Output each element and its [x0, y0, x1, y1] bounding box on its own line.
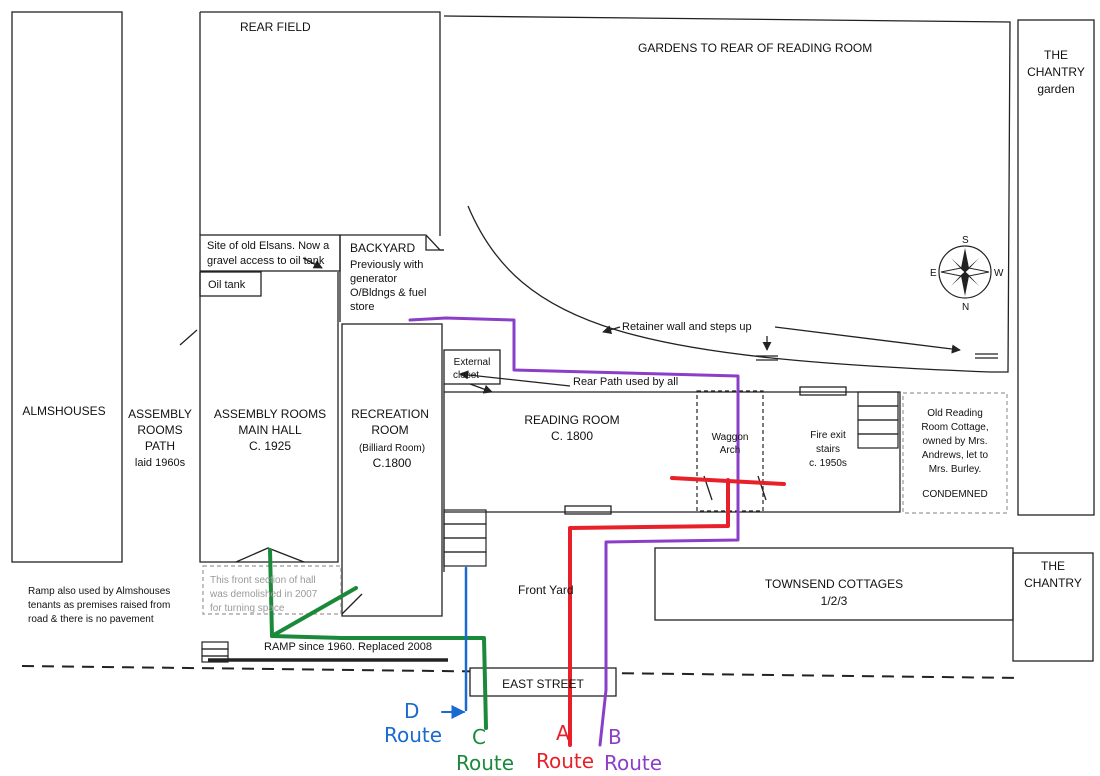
- compass-e: E: [930, 268, 937, 279]
- reading-room-label-2: C. 1800: [551, 429, 593, 443]
- main-hall-label-3: C. 1925: [249, 439, 291, 453]
- retainer-steps: [756, 353, 998, 361]
- route-b-letter: B: [608, 725, 622, 749]
- assembly-path-label-4: laid 1960s: [135, 457, 186, 469]
- waggon-arch-label-2: Arch: [720, 445, 741, 456]
- cottage-label-2: Room Cottage,: [921, 422, 988, 433]
- main-hall-label-1: ASSEMBLY ROOMS: [214, 407, 326, 421]
- route-b-path: [408, 316, 740, 747]
- demolished-label-3: for turning space: [210, 603, 285, 614]
- rear-field-label: REAR FIELD: [240, 20, 311, 34]
- front-steps: [443, 509, 487, 567]
- route-b-word: Route: [604, 751, 662, 775]
- demolished-label-2: was demolished in 2007: [209, 589, 318, 600]
- chantry-garden-label-2: CHANTRY: [1027, 65, 1085, 79]
- compass-icon: S W N E: [930, 235, 1004, 313]
- backyard-label-4: O/Bldngs & fuel: [350, 287, 426, 299]
- route-a-letter: A: [556, 721, 570, 745]
- backyard-label-3: generator: [350, 273, 397, 285]
- backyard-label-5: store: [350, 301, 374, 313]
- elsans-label-2: gravel access to oil tank: [207, 255, 325, 267]
- ramp-label: RAMP since 1960. Replaced 2008: [264, 641, 432, 653]
- backyard-label-2: Previously with: [350, 259, 423, 271]
- fire-exit-label-3: c. 1950s: [809, 458, 847, 469]
- chantry-garden-label-1: THE: [1044, 48, 1068, 62]
- cottage-label-4: Andrews, let to: [922, 450, 989, 461]
- recreation-label-3: (Billiard Room): [359, 443, 425, 454]
- fire-exit-label-2: stairs: [816, 444, 840, 455]
- road-edge: [21, 665, 1021, 679]
- ramp-note-2: tenants as premises raised from: [28, 600, 170, 611]
- route-d-letter: D: [404, 699, 419, 723]
- closet-arrow: [469, 383, 493, 394]
- retainer-label: Retainer wall and steps up: [622, 321, 752, 333]
- external-closet-label-2: closet: [453, 370, 479, 381]
- retainer-wall: [467, 205, 991, 373]
- assembly-path-label-3: PATH: [145, 439, 175, 453]
- almshouses-block: [11, 11, 123, 563]
- elsans-label-1: Site of old Elsans. Now a: [207, 240, 330, 252]
- retainer-arrow-left: [602, 325, 621, 335]
- compass-n: N: [962, 302, 969, 313]
- recreation-room-outline: [341, 323, 443, 617]
- cottage-label-6: CONDEMNED: [922, 489, 988, 500]
- assembly-path-label-2: ROOMS: [137, 423, 182, 437]
- external-closet-box: [443, 349, 501, 385]
- townsend-label-2: 1/2/3: [821, 594, 848, 608]
- old-cottage-outline: [902, 392, 1008, 514]
- compass-s: S: [962, 235, 969, 246]
- route-d-word: Route: [384, 723, 442, 747]
- chantry-garden-label-3: garden: [1037, 82, 1074, 96]
- route-a-path: [568, 478, 730, 747]
- retainer-arrow-right: [774, 326, 961, 354]
- route-a-word: Route: [536, 749, 594, 773]
- route-c-letter: C: [472, 725, 486, 749]
- fire-exit-label-1: Fire exit: [810, 430, 846, 441]
- fire-exit-stairs: [857, 391, 899, 449]
- recreation-label-1: RECREATION: [351, 407, 429, 421]
- rear-field-boundary: [199, 11, 441, 236]
- oil-tank-label: Oil tank: [208, 279, 246, 291]
- chantry-label-1: THE: [1041, 559, 1065, 573]
- recreation-label-2: ROOM: [371, 423, 408, 437]
- main-hall-label-2: MAIN HALL: [238, 423, 302, 437]
- rear-path-label: Rear Path used by all: [573, 376, 678, 388]
- ramp-note-3: road & there is no pavement: [28, 614, 154, 625]
- chantry-outline: [1012, 552, 1094, 662]
- cottage-label-1: Old Reading: [927, 408, 983, 419]
- route-c-path: [268, 548, 488, 730]
- east-street-box: [469, 667, 617, 697]
- rear-path-arrow: [459, 370, 571, 387]
- external-closet-label-1: External: [454, 357, 491, 368]
- route-a-barrier: [670, 476, 786, 486]
- chantry-garden-block: [1017, 19, 1095, 516]
- townsend-label-1: TOWNSEND COTTAGES: [765, 577, 903, 591]
- almshouses-label: ALMSHOUSES: [22, 404, 105, 418]
- recreation-label-4: C.1800: [373, 456, 412, 470]
- chantry-label-2: CHANTRY: [1024, 576, 1082, 590]
- ramp-note-1: Ramp also used by Almshouses: [28, 586, 170, 597]
- elsans-arrow: [302, 257, 323, 269]
- cottage-label-3: owned by Mrs.: [922, 436, 987, 447]
- east-street-label: EAST STREET: [502, 677, 584, 691]
- waggon-arch-label-1: Waggon: [712, 432, 749, 443]
- compass-w: W: [994, 268, 1004, 279]
- backyard-label-1: BACKYARD: [350, 241, 415, 255]
- gardens-boundary: [443, 15, 1011, 373]
- route-c-word: Route: [456, 751, 514, 775]
- reading-room-label-1: READING ROOM: [524, 413, 619, 427]
- demolished-label-1: This front section of hall: [210, 575, 316, 586]
- front-yard-label: Front Yard: [518, 583, 574, 597]
- gardens-label: GARDENS TO REAR OF READING ROOM: [638, 41, 872, 55]
- cottage-label-5: Mrs. Burley.: [929, 464, 982, 475]
- assembly-path-label-1: ASSEMBLY: [128, 407, 192, 421]
